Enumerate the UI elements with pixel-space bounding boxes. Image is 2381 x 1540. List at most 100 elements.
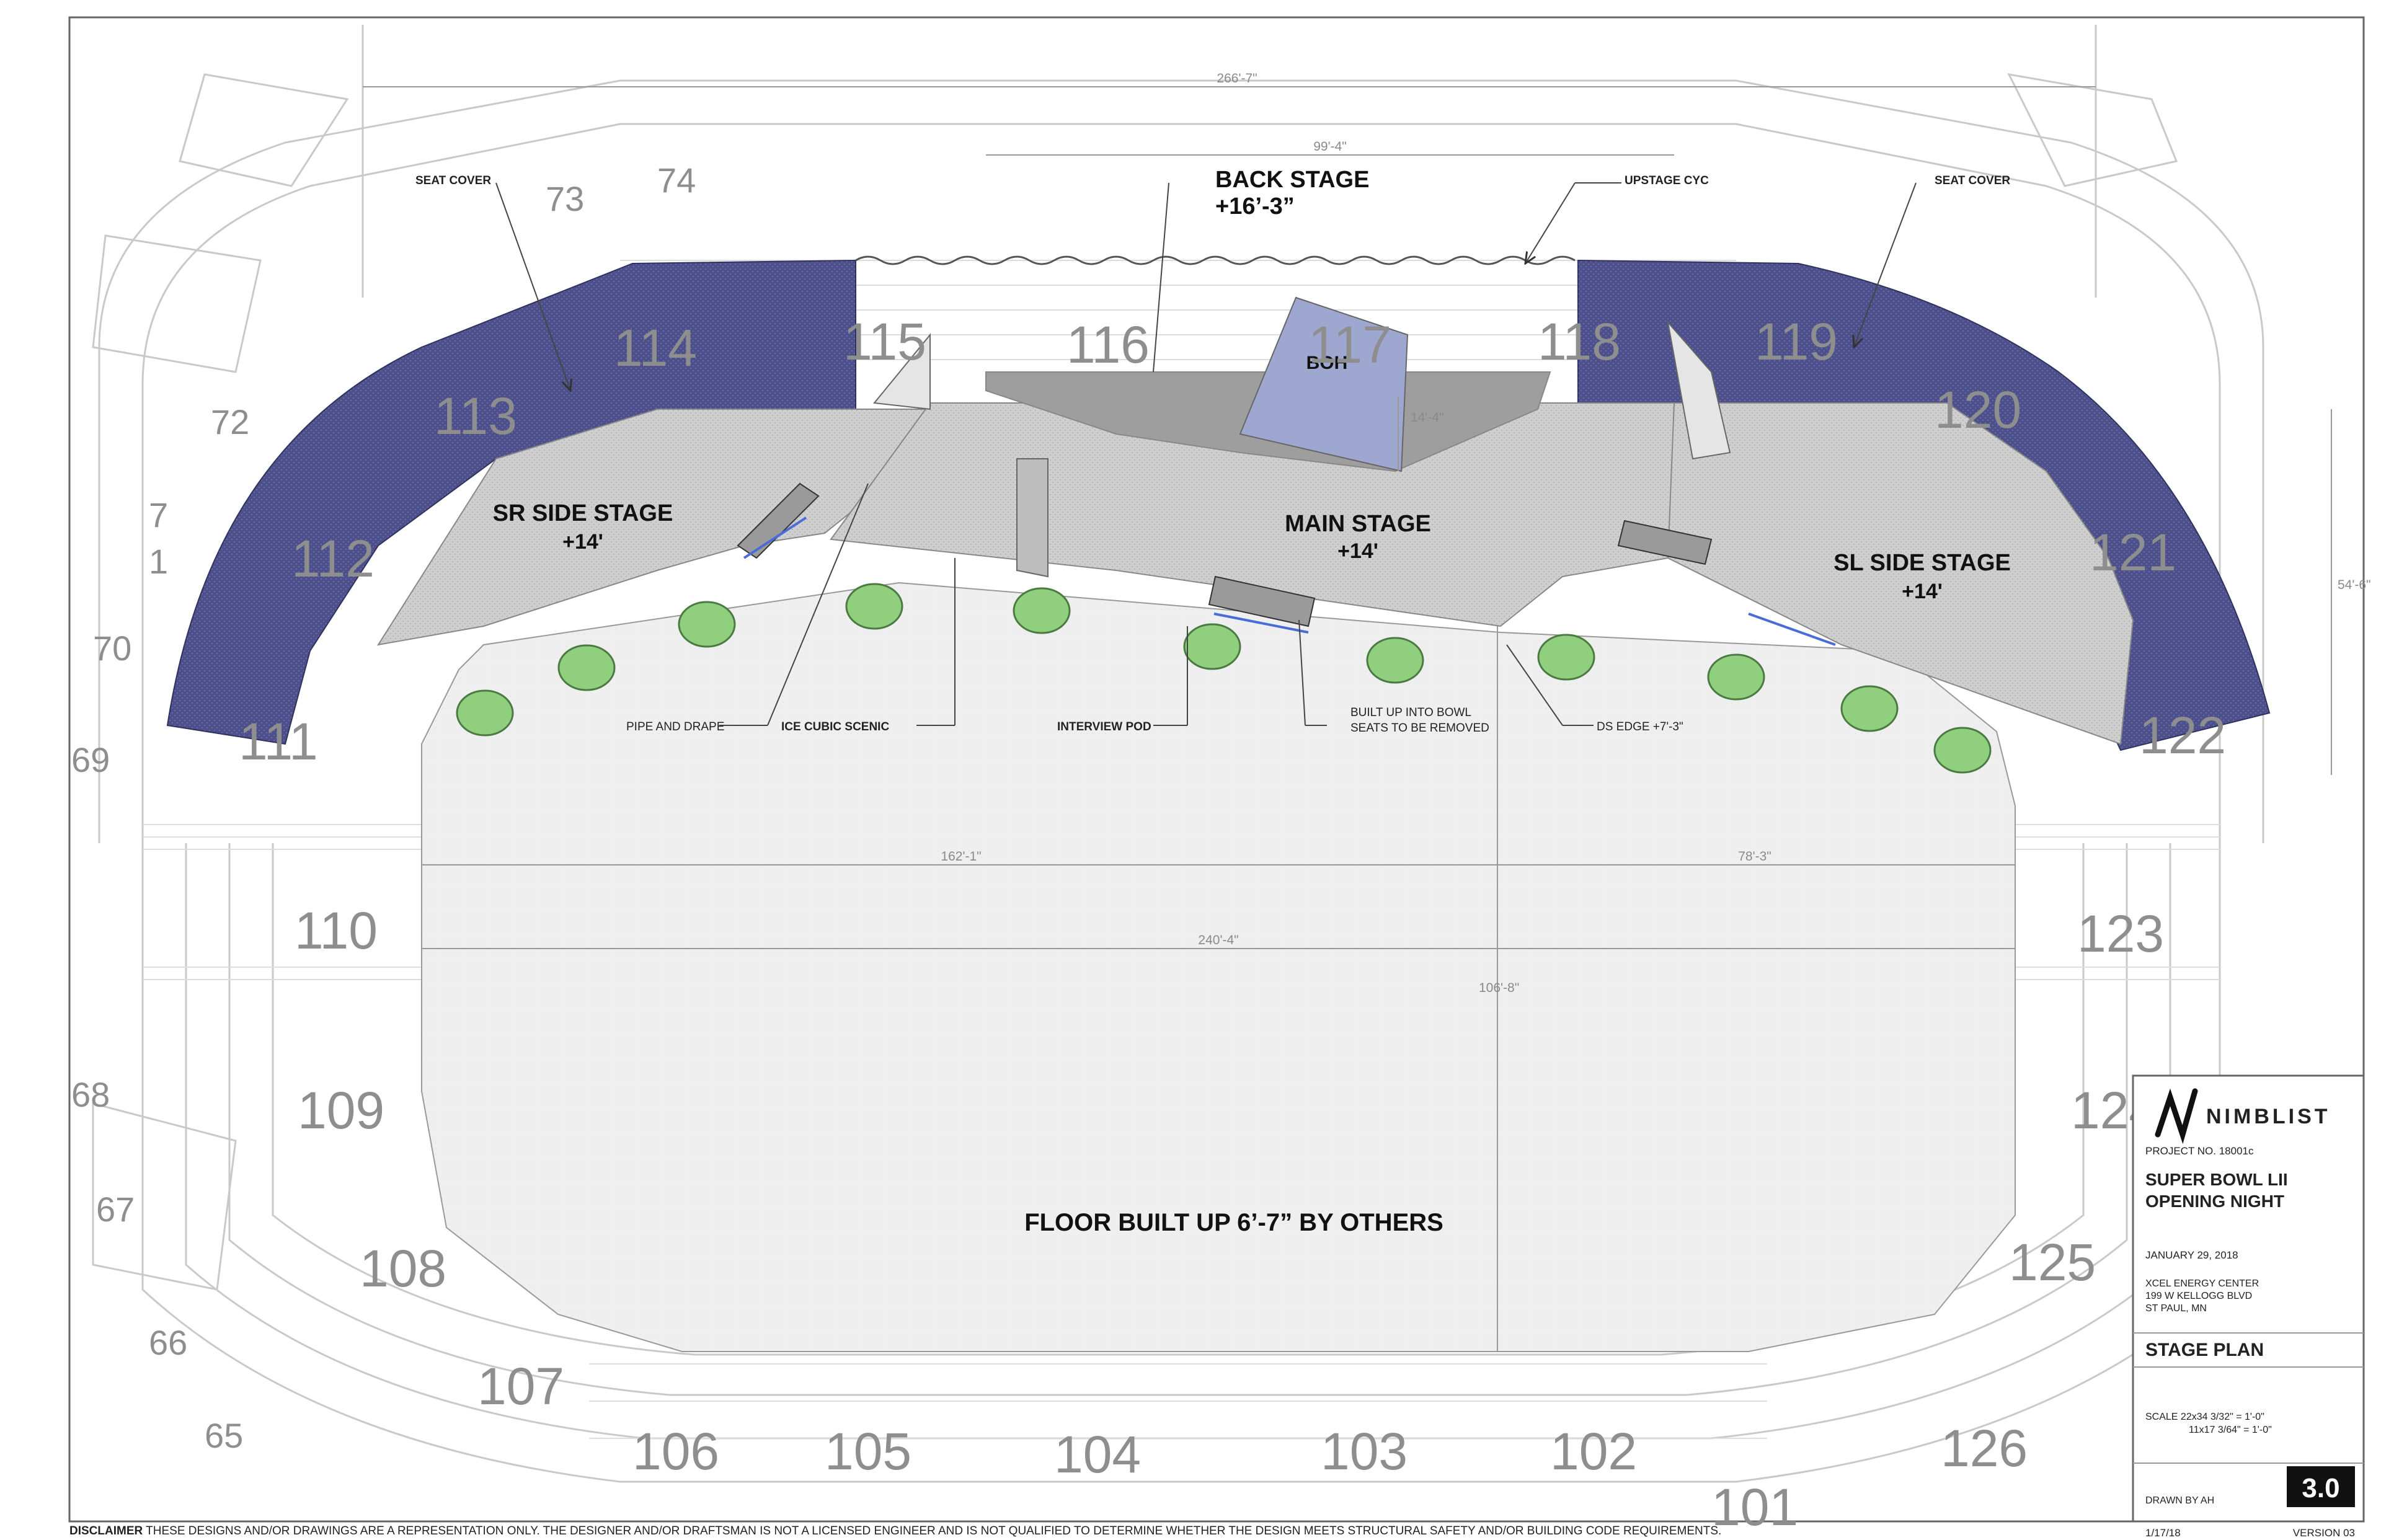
back-stage-label: BACK STAGE [1215,167,1369,193]
venue-line2: 199 W KELLOGG BLVD [2145,1291,2252,1301]
dim-boh-height: 14'-4" [1411,410,1444,425]
pod-1 [456,689,514,737]
section-number: 108 [360,1239,446,1298]
section-number: 103 [1321,1422,1408,1480]
event-line1: SUPER BOWL LII [2145,1170,2288,1189]
drawn-date: 1/17/18 [2145,1527,2181,1539]
sl-side-stage-label: SL SIDE STAGE [1833,550,2011,576]
section-number: 101 [1711,1478,1798,1536]
upstage-cyc [855,255,1576,265]
section-number: 120 [1935,381,2021,439]
section-number: 123 [2077,905,2164,963]
scale-line2: 11x17 3/64" = 1'-0" [2189,1425,2272,1435]
boh-label: BOH [1306,353,1348,373]
stage-decks [376,296,2134,745]
stair-right [1617,520,1713,565]
pod-5 [1013,587,1071,634]
section-number: 106 [632,1422,719,1480]
scenic-wedge-left [873,333,931,410]
sl-side-stage-height: +14' [1902,580,1943,603]
date: JANUARY 29, 2018 [2145,1249,2238,1261]
pod-9 [1707,653,1765,701]
event-line2: OPENING NIGHT [2145,1192,2284,1211]
section-number: 117 [1308,316,1391,374]
stairs [737,482,1713,627]
scale-line1: SCALE 22x34 3/32" = 1'-0" [2145,1412,2264,1422]
section-number: 119 [1755,312,1838,371]
arena-linework [92,25,2264,1483]
dim-overall-width: 266'-7" [1217,71,1257,86]
section-number: 65 [205,1416,243,1455]
callout-seat-cover-left: SEAT COVER [415,174,491,187]
scenic-wedge-right [1667,320,1731,460]
dimension-lines [363,86,2332,1352]
pod-2 [557,644,616,691]
section-number: 105 [825,1422,911,1480]
pod-6 [1183,623,1241,670]
venue-line1: XCEL ENERGY CENTER [2145,1278,2259,1289]
stair-center-edge [1213,613,1309,634]
callout-upstage-cyc: UPSTAGE CYC [1625,174,1709,187]
stair-center [1208,575,1316,627]
logo-text: NIMBLIST [2206,1105,2331,1128]
section-number: 7 [149,495,168,534]
section-number: 109 [298,1081,384,1140]
section-number: 67 [96,1190,135,1229]
section-number: 116 [1066,316,1150,374]
project-number: PROJECT NO. 18001c [2145,1145,2254,1157]
section-number: 107 [477,1357,564,1415]
dim-side-depth: 54'-6" [2338,578,2371,592]
sr-side-stage-label: SR SIDE STAGE [493,500,673,526]
section-number: 112 [291,529,375,588]
boh-block [1239,296,1409,472]
section-number: 69 [71,740,110,779]
section-number: 115 [843,312,926,371]
sr-side-stage-height: +14' [562,530,603,554]
pod-11 [1933,727,1992,774]
section-number: 73 [546,179,584,218]
callout-built-up-line1: BUILT UP INTO BOWL [1350,706,1471,719]
disclaimer-label: DISCLAIMER [69,1525,143,1538]
seat-cover-left [166,259,856,745]
dim-right-span: 78'-3" [1738,849,1771,864]
section-number: 74 [657,161,696,200]
callout-built-up-line2: SEATS TO BE REMOVED [1350,722,1489,735]
title-block: NIMBLIST PROJECT NO. 18001c SUPER BOWL L… [2132,1074,2365,1539]
nimblist-logo-icon [2155,1088,2198,1144]
sheet-number-box [2287,1466,2355,1507]
section-number: 111 [239,712,318,771]
section-number: 1 [149,542,168,581]
venue-line3: ST PAUL, MN [2145,1303,2207,1314]
disclaimer: DISCLAIMER THESE DESIGNS AND/OR DRAWINGS… [69,1525,1721,1538]
callout-ds-edge: DS EDGE +7'-3" [1597,720,1683,733]
section-number: 125 [2009,1233,2096,1291]
sheet-number: 3.0 [2302,1473,2339,1503]
section-number: 114 [614,319,697,377]
section-number: 110 [295,901,378,960]
version: VERSION 03 [2293,1527,2355,1539]
section-number: 118 [1538,312,1621,371]
callout-pipe-and-drape: PIPE AND DRAPE [626,720,724,733]
floor-label: FLOOR BUILT UP 6’-7” BY OTHERS [1024,1209,1443,1236]
section-number: 68 [71,1075,110,1114]
pods [456,583,1992,774]
ice-cubic-scenic-piece [1016,458,1049,578]
back-stage-height: +16’-3” [1215,193,1295,219]
section-number: 122 [2139,706,2226,764]
dim-floor-depth: 106'-8" [1479,981,1519,995]
sl-edge-line [1748,613,1836,646]
section-numbers: 65 66 67 68 69 70 7 1 72 73 74 101 102 1… [71,161,2226,1536]
section-number: 70 [93,629,131,668]
dim-floor-width: 240'-4" [1198,933,1238,947]
callout-interview-pod: INTERVIEW POD [1057,720,1151,733]
section-number: 113 [434,387,517,445]
dim-back-stage-width: 99'-4" [1313,139,1347,154]
section-number: 66 [149,1323,187,1362]
section-number: 102 [1550,1422,1637,1480]
title-block-frame [2132,1074,2365,1523]
main-stage-label: MAIN STAGE [1285,511,1431,537]
section-number: 72 [211,402,249,441]
floor-area [421,582,2016,1352]
pod-4 [845,583,903,630]
